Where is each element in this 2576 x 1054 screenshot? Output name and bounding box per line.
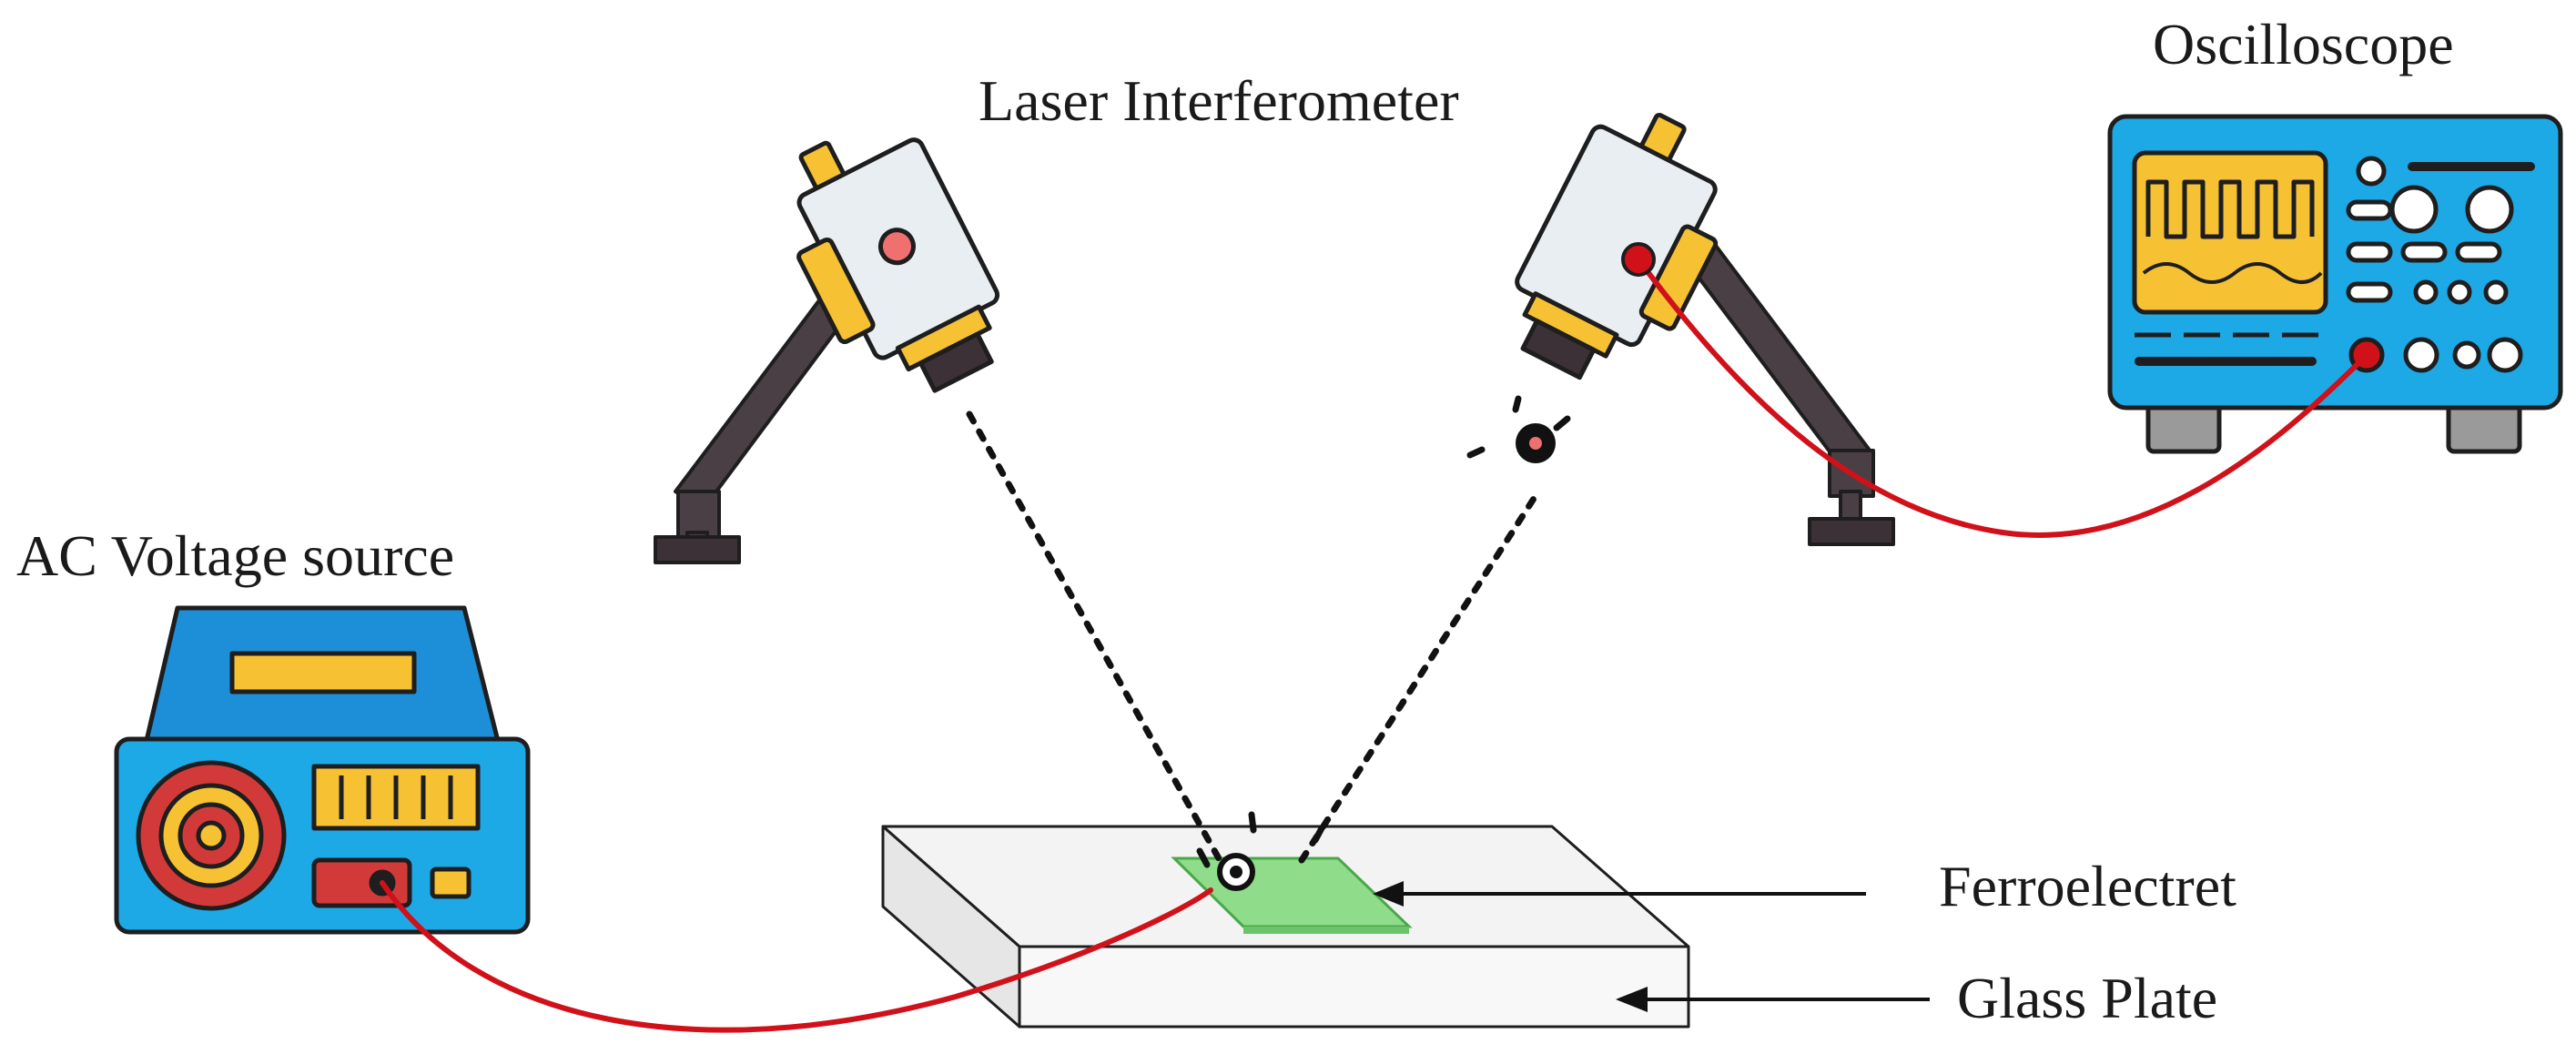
incident-beam — [966, 410, 1223, 864]
signal-cables — [380, 257, 2369, 1033]
laser-aperture-icon — [877, 228, 916, 266]
glass-plate-front — [1018, 945, 1690, 1029]
ac-voltage-source — [114, 605, 531, 935]
source-to-sample-cable — [380, 880, 1213, 1033]
oscilloscope — [2107, 114, 2563, 454]
right-laser-stand — [1687, 244, 1895, 546]
reflection-ticks — [1196, 811, 1325, 868]
reflected-beam — [1298, 488, 1542, 864]
ferroelectret-arrow — [1373, 881, 1866, 907]
waveform-icon — [2145, 179, 2315, 239]
knob-icon — [2356, 156, 2387, 187]
right-laser-head — [1515, 112, 1719, 380]
left-laser-stand — [654, 299, 848, 564]
oscilloscope-screen — [2132, 150, 2328, 315]
glass-plate-label: Glass Plate — [1957, 966, 2217, 1030]
glass-plate-arrow — [1616, 987, 1930, 1012]
detector-ticks — [1466, 395, 1571, 459]
left-laser-head — [796, 137, 1000, 393]
oscilloscope-label: Oscilloscope — [2153, 12, 2454, 76]
ferroelectret-label: Ferroelectret — [1939, 854, 2236, 918]
laser-beams — [966, 410, 1542, 864]
ac-voltage-source-label: AC Voltage source — [16, 523, 454, 588]
laser-to-oscilloscope-cable — [1636, 257, 2369, 538]
laser-interferometer-label: Laser Interferometer — [979, 68, 1459, 133]
